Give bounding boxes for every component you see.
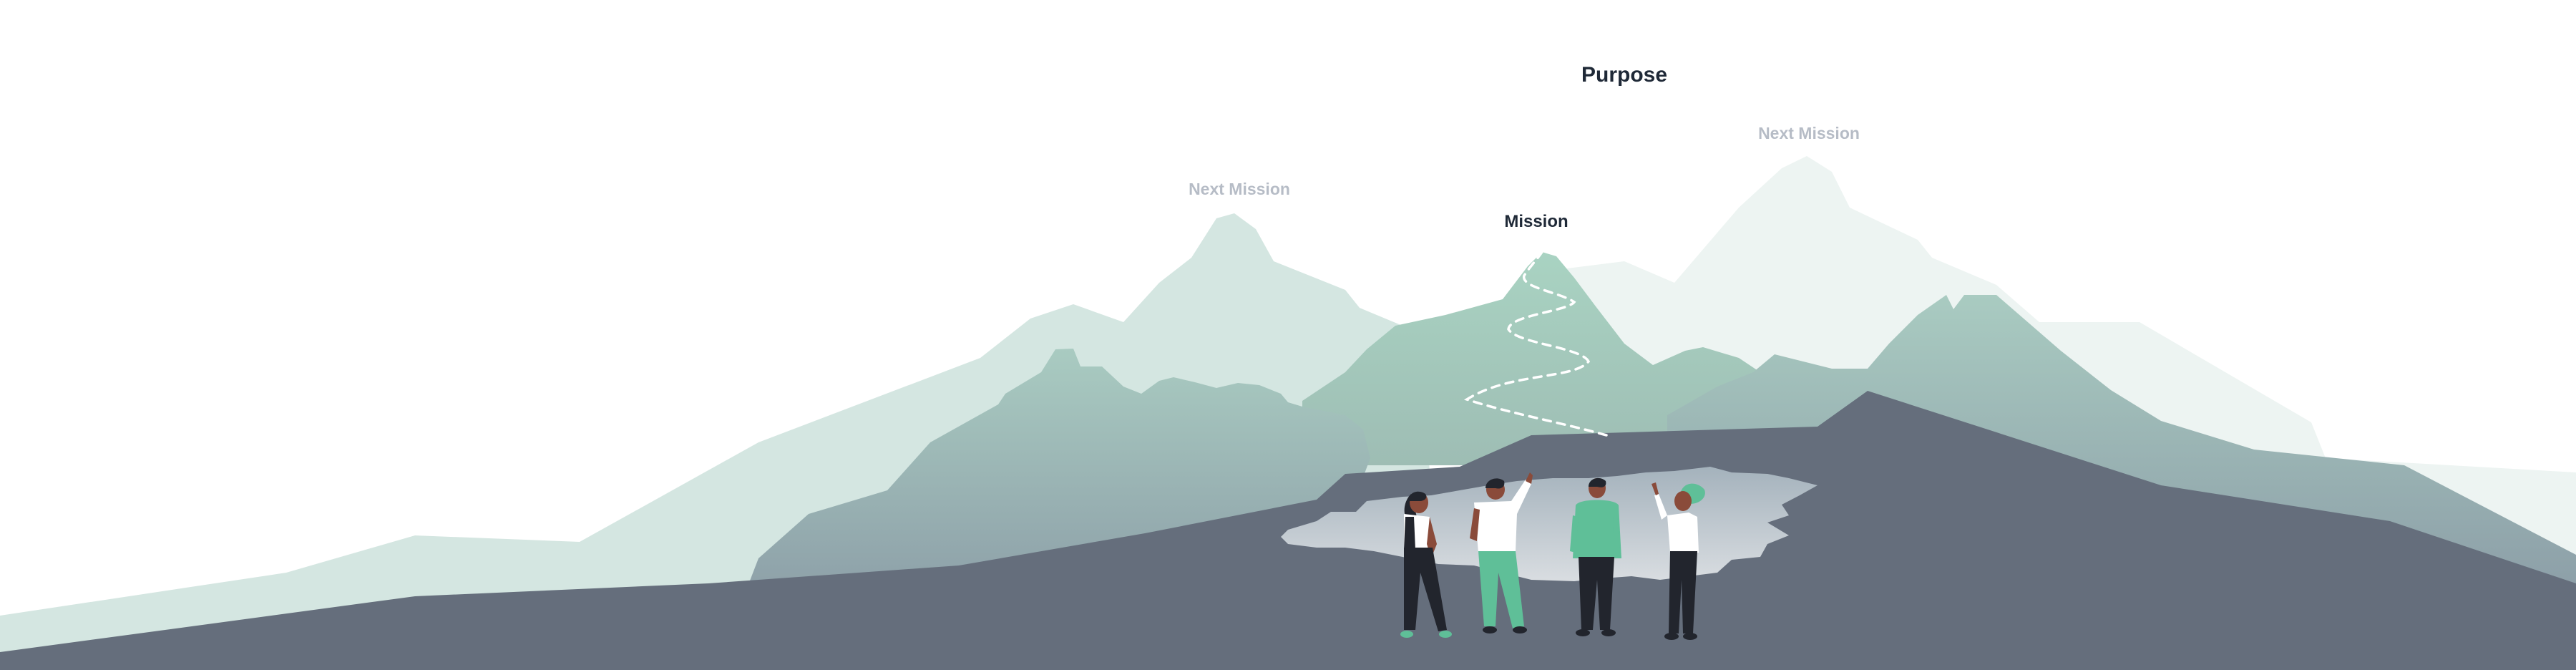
hiker-2 (1470, 472, 1533, 633)
purpose-label: Purpose (1581, 63, 1668, 87)
next-mission-label-right: Next Mission (1758, 124, 1860, 142)
hiker-4 (1652, 482, 1705, 640)
mission-label: Mission (1504, 212, 1568, 231)
next-mission-label-left: Next Mission (1189, 180, 1290, 198)
hiker-3 (1570, 477, 1621, 636)
mission-mountain (1302, 252, 1760, 465)
hiker-1 (1400, 491, 1452, 638)
